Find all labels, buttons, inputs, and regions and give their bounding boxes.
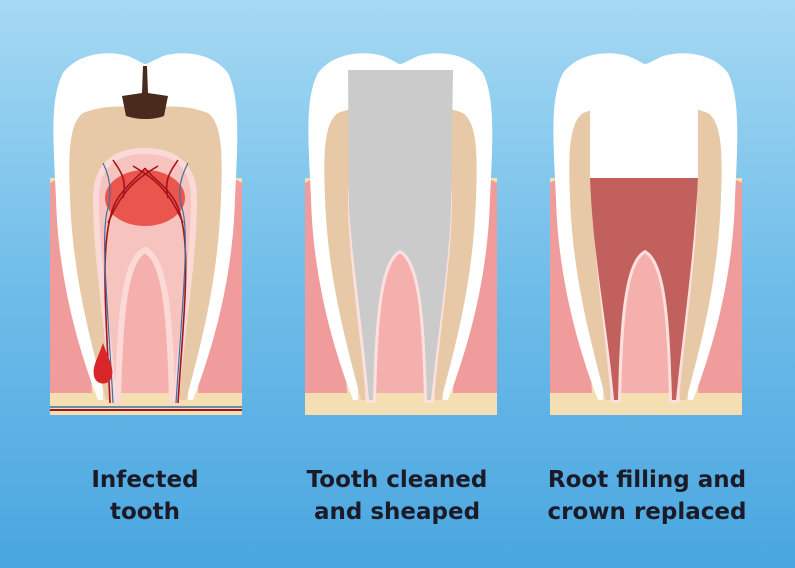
label-line: Root filling and: [547, 467, 747, 493]
root-filling: [590, 178, 698, 400]
crown-replaced: [590, 70, 698, 178]
label-infected-tooth: Infected tooth: [25, 464, 265, 528]
label-line: and sheaped: [313, 499, 481, 525]
cleaned-canal: [348, 70, 453, 400]
blood-vessels: [104, 159, 187, 404]
label-line: Tooth cleaned: [306, 467, 488, 493]
tooth-infected: [50, 53, 242, 415]
tooth-cleaned: [305, 53, 497, 415]
label-tooth-cleaned: Tooth cleaned and sheaped: [277, 464, 517, 528]
infection-area: [105, 170, 185, 226]
decay-cavity: [122, 66, 168, 119]
label-line: Infected: [91, 467, 199, 493]
label-line: tooth: [110, 499, 180, 525]
label-line: crown replaced: [547, 499, 747, 525]
abscess: [93, 343, 113, 384]
label-root-filling: Root filling and crown replaced: [527, 464, 767, 528]
nerves: [102, 162, 189, 404]
tooth-filled: [550, 53, 742, 415]
